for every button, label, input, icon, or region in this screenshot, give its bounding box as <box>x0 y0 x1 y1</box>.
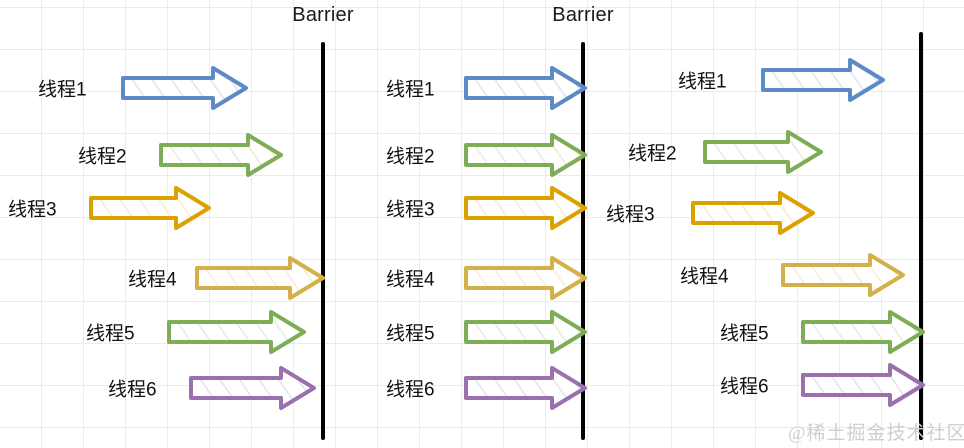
phase-2-thread-label-6: 线程6 <box>386 379 435 401</box>
phase-3-thread-arrow-6 <box>801 363 925 407</box>
watermark: @稀土掘金技术社区 <box>788 423 964 444</box>
phase-2-thread-arrow-5 <box>464 310 587 354</box>
phase-3-thread-label-6: 线程6 <box>720 376 769 398</box>
barrier-label-1: Barrier <box>292 4 354 26</box>
phase-1-thread-label-2: 线程2 <box>78 146 127 168</box>
phase-3-thread-label-4: 线程4 <box>680 266 729 288</box>
phase-2-thread-label-5: 线程5 <box>386 323 435 345</box>
phase-2-thread-label-1: 线程1 <box>386 79 435 101</box>
phase-3-thread-arrow-3 <box>691 191 815 235</box>
phase-1-thread-label-3: 线程3 <box>8 199 57 221</box>
phase-2-thread-label-2: 线程2 <box>386 146 435 168</box>
phase-3-thread-arrow-2 <box>703 130 823 174</box>
phase-1-thread-label-5: 线程5 <box>86 323 135 345</box>
phase-1-thread-label-6: 线程6 <box>108 379 157 401</box>
phase-1-thread-arrow-6 <box>189 366 316 410</box>
phase-3-thread-arrow-5 <box>801 310 925 354</box>
phase-2-thread-arrow-6 <box>464 366 587 410</box>
phase-2-thread-label-3: 线程3 <box>386 199 435 221</box>
phase-1-thread-arrow-1 <box>121 66 248 110</box>
phase-1-thread-arrow-3 <box>89 186 211 230</box>
phase-2-thread-arrow-3 <box>464 186 587 230</box>
barrier-line-3 <box>919 32 923 440</box>
barrier-line-1 <box>321 42 325 440</box>
phase-1-thread-label-4: 线程4 <box>128 269 177 291</box>
phase-1-thread-arrow-4 <box>195 256 325 300</box>
barrier-line-2 <box>581 42 585 440</box>
phase-3-thread-arrow-4 <box>781 253 905 297</box>
phase-2-thread-label-4: 线程4 <box>386 269 435 291</box>
phase-3-thread-label-3: 线程3 <box>606 204 655 226</box>
phase-2-thread-arrow-1 <box>464 66 587 110</box>
phase-2-thread-arrow-2 <box>464 133 587 177</box>
phase-3-thread-arrow-1 <box>761 58 885 102</box>
phase-3-thread-label-2: 线程2 <box>628 143 677 165</box>
phase-2-thread-arrow-4 <box>464 256 587 300</box>
phase-3-thread-label-1: 线程1 <box>678 71 727 93</box>
phase-1-thread-arrow-5 <box>167 310 306 354</box>
phase-1-thread-label-1: 线程1 <box>38 79 87 101</box>
phase-3-thread-label-5: 线程5 <box>720 323 769 345</box>
phase-1-thread-arrow-2 <box>159 133 283 177</box>
barrier-label-2: Barrier <box>552 4 614 26</box>
